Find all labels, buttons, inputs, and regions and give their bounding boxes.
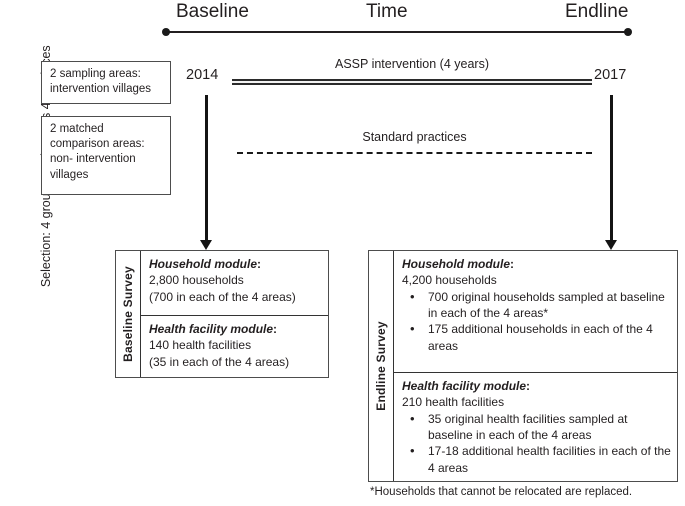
endline-facility-bullet-2: 17-18 additional health facilities in ea… [402,442,671,476]
baseline-down-arrow [199,95,213,250]
endline-household-module: Household module: 4,200 households 700 o… [394,251,677,372]
endline-household-bullets: 700 original households sampled at basel… [402,288,671,354]
baseline-facility-module-colon: : [273,322,278,336]
endline-household-module-title: Household module [402,257,510,271]
assp-intervention-label: ASSP intervention (4 years) [334,57,489,71]
timeline-endline-title: Endline [565,1,629,22]
baseline-household-module-colon: : [257,257,261,271]
selection-box-2-line-2: comparison areas: [50,138,145,151]
year-end-label: 2017 [594,67,627,83]
endline-survey-tab: Endline Survey [369,251,394,481]
baseline-survey-box: Baseline Survey Household module: 2,800 … [115,250,329,378]
endline-facility-module: Health facility module: 210 health facil… [394,372,677,481]
baseline-facility-module-title: Health facility module [149,322,274,336]
baseline-survey-body: Household module: 2,800 households (700 … [141,251,328,377]
timeline-end-dot [624,28,632,36]
standard-practices-label: Standard practices [362,130,467,144]
timeline-axis [166,31,628,33]
endline-household-bullet-1: 700 original households sampled at basel… [402,288,671,322]
selection-box-1-line-1: 2 sampling areas: [50,68,141,80]
selection-box-2-line-4: villages [50,168,89,181]
baseline-facility-line-2: (35 in each of the 4 areas) [149,354,290,369]
baseline-household-line-1: 2,800 households [149,273,244,288]
endline-facility-module-title: Health facility module [402,379,527,394]
timeline-baseline-title: Baseline [176,1,249,22]
timeline-start-dot [162,28,170,36]
selection-box-comparison: 2 matched comparison areas: non- interve… [41,116,171,195]
year-start-label: 2014 [186,67,219,83]
endline-household-module-colon: : [510,257,514,271]
selection-box-2-line-1: 2 matched [50,123,104,135]
endline-facility-module-colon: : [526,379,531,394]
selection-box-2-line-3: non- intervention [50,153,136,166]
endline-household-bullet-2: 175 additional households in each of the… [402,320,671,354]
baseline-household-line-2: (700 in each of the 4 areas) [149,289,296,304]
baseline-facility-line-1: 140 health facilities [149,338,252,353]
standard-practices-line [237,152,592,154]
endline-household-line-1: 4,200 households [402,273,497,288]
endline-facility-bullet-1: 35 original health facilities sampled at… [402,410,671,444]
endline-survey-box: Endline Survey Household module: 4,200 h… [368,250,678,482]
endline-facility-bullets: 35 original health facilities sampled at… [402,410,671,476]
selection-box-intervention: 2 sampling areas: intervention villages [41,61,171,104]
footnote: *Households that cannot be relocated are… [370,486,633,498]
assp-intervention-line [232,79,592,85]
endline-down-arrow [604,95,618,250]
endline-survey-body: Household module: 4,200 households 700 o… [394,251,677,481]
endline-facility-line-1: 210 health facilities [402,395,505,410]
baseline-household-module-title: Household module [149,257,257,271]
endline-survey-tab-label: Endline Survey [374,321,388,411]
baseline-survey-tab: Baseline Survey [116,251,141,377]
baseline-facility-module: Health facility module: 140 health facil… [141,315,328,375]
selection-box-1-line-2: intervention villages [50,83,152,96]
baseline-survey-tab-label: Baseline Survey [121,266,135,362]
baseline-household-module: Household module: 2,800 households (700 … [141,251,328,315]
timeline-time-title: Time [366,1,408,22]
